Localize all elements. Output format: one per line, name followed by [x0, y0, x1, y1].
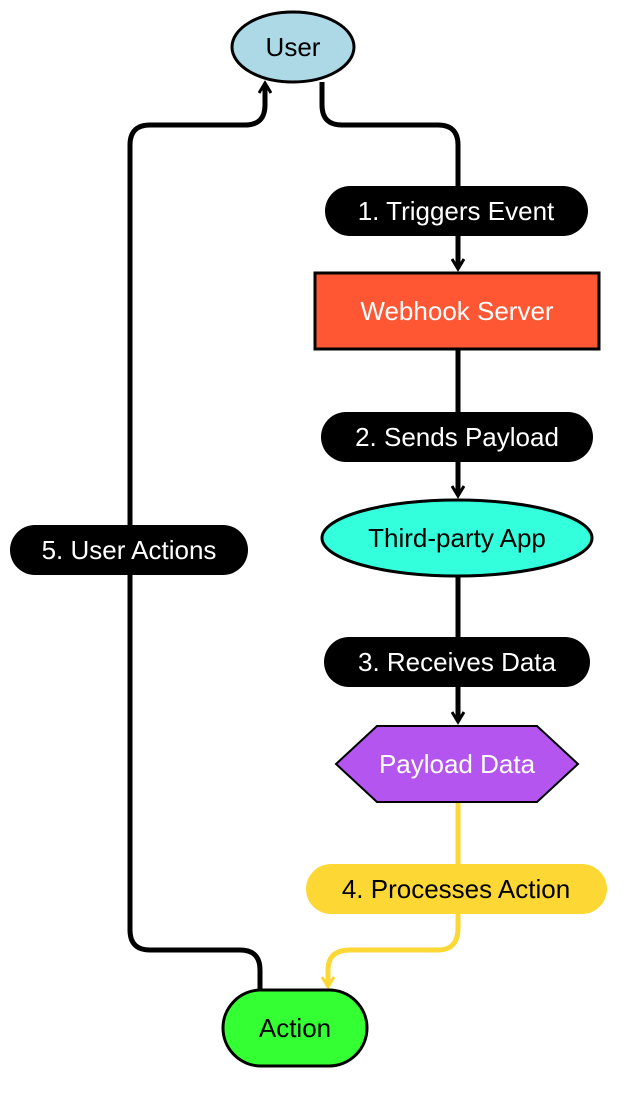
edge-user-to-webhook [319, 82, 458, 268]
edge-label-bg [10, 525, 248, 575]
edge-label-user-actions: 5. User Actions [10, 525, 248, 575]
node-webhook-server: Webhook Server [313, 271, 601, 351]
edge-label-sends-payload: 2. Sends Payload [321, 412, 593, 462]
node-third-party-app: Third-party App [320, 498, 594, 578]
node-action: Action [221, 988, 369, 1068]
edge-label-triggers-event: 1. Triggers Event [325, 186, 588, 236]
third-party-app-ellipse [320, 498, 594, 578]
edge-payload-to-action [328, 803, 461, 986]
edge-label-processes-action: 4. Processes Action [306, 864, 607, 914]
edge-label-bg [306, 864, 607, 914]
payload-data-hexagon [334, 725, 580, 803]
edge-label-text: 2. Sends Payload [355, 422, 559, 452]
edge-label-bg [324, 637, 590, 687]
third-party-app-label: Third-party App [368, 523, 546, 553]
edge-label-text: 3. Receives Data [358, 647, 557, 677]
edge-label-text: 1. Triggers Event [358, 196, 555, 226]
user-ellipse [230, 10, 356, 84]
edge-label-receives-data: 3. Receives Data [324, 637, 590, 687]
webhook-server-box [313, 271, 601, 351]
user-label: User [266, 32, 321, 62]
edge-label-text: 5. User Actions [42, 535, 217, 565]
action-pill [221, 988, 369, 1068]
edge-label-bg [321, 412, 593, 462]
action-label: Action [259, 1013, 331, 1043]
webhook-server-label: Webhook Server [360, 296, 554, 326]
edge-label-text: 4. Processes Action [342, 874, 570, 904]
edge-label-bg [325, 186, 588, 236]
node-user: User [230, 10, 356, 84]
payload-data-label: Payload Data [379, 749, 536, 779]
node-payload-data: Payload Data [334, 725, 580, 803]
